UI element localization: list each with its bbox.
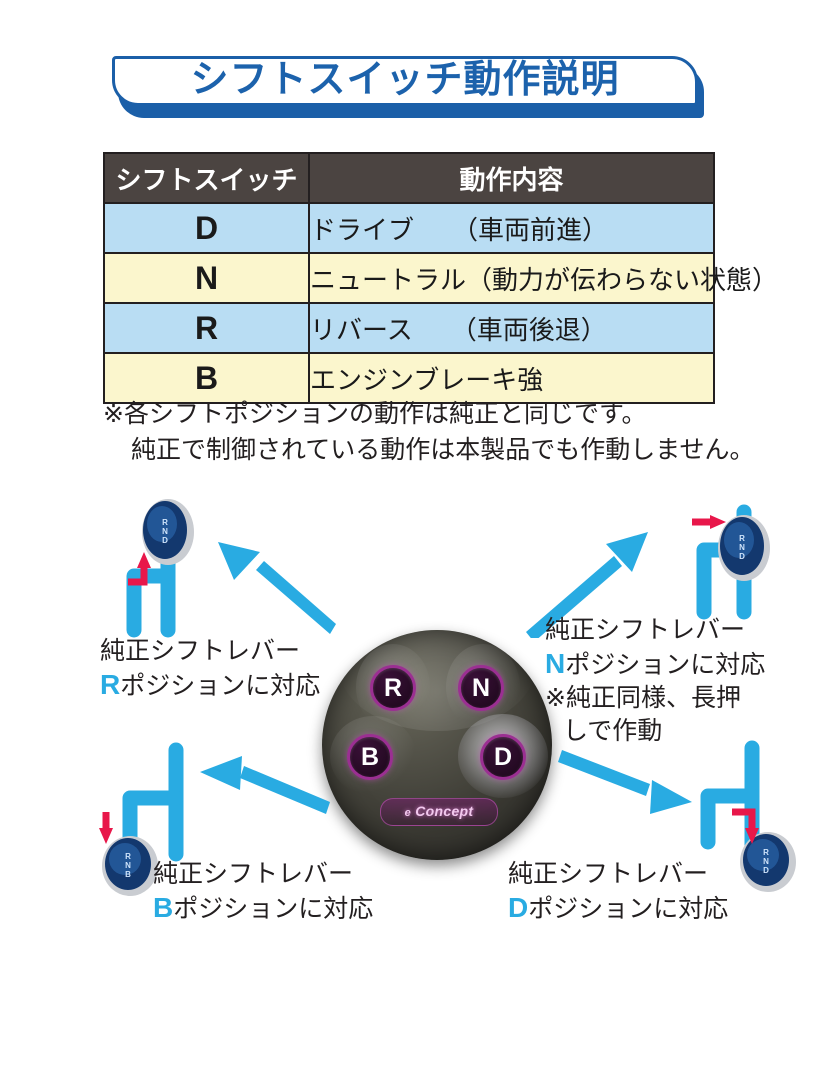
dial-button-n[interactable]: N: [458, 665, 504, 711]
footnote-line-1: ※各シフトポジションの動作は純正と同じです。: [103, 400, 647, 428]
page-title: シフトスイッチ動作説明: [190, 59, 620, 101]
cell-action: ドライブ （車両前進）: [308, 202, 715, 254]
red-arrow-up-icon: [128, 564, 148, 586]
red-arrow-head-icon: [137, 552, 151, 568]
red-arrow-curve-down-icon: [732, 808, 756, 830]
dial-button-r[interactable]: R: [370, 665, 416, 711]
cell-action-paren: （車両前進）: [452, 214, 609, 245]
svg-text:B: B: [125, 870, 131, 879]
label-n-line-4: しで作動: [563, 717, 663, 745]
dial-button-b[interactable]: B: [347, 734, 393, 780]
label-r-line-1: 純正シフトレバー: [100, 637, 301, 665]
e-concept-logo: e Concept: [380, 798, 498, 826]
shift-switch-dial[interactable]: R N B D e Concept: [322, 630, 552, 860]
knob-d: R N D: [740, 832, 796, 892]
label-n-position-letter: N: [545, 648, 566, 679]
table-row: B エンジンブレーキ強: [103, 352, 715, 404]
shift-mapping-diagram: R N B D e Concept R N D: [0, 480, 816, 980]
arrow-dial-to-d: [558, 732, 698, 820]
cell-action-text: ドライブ: [310, 214, 415, 245]
label-b-line-2: Bポジションに対応: [153, 891, 373, 926]
arrow-dial-to-b: [196, 748, 332, 822]
label-b-line-2-text: ポジションに対応: [173, 895, 374, 923]
column-header-action: 動作内容: [308, 152, 715, 204]
knob-b: R N B: [102, 836, 158, 896]
arrow-dial-to-n: [520, 526, 656, 638]
svg-text:R: R: [162, 518, 168, 527]
label-n-position: 純正シフトレバー Nポジションに対応 ※純正同様、長押 しで作動: [545, 614, 765, 748]
svg-text:N: N: [739, 543, 745, 552]
logo-e-text: e: [404, 807, 412, 819]
table-header-row: シフトスイッチ 動作内容: [103, 152, 715, 204]
shift-switch-table: シフトスイッチ 動作内容 D ドライブ （車両前進） N ニュートラル（動力が伝わ…: [103, 152, 778, 404]
red-arrow-head-icon: [745, 828, 759, 844]
svg-text:D: D: [763, 866, 769, 875]
cell-switch: D: [103, 202, 310, 254]
cell-action-text: エンジンブレーキ強: [310, 364, 544, 395]
table-row: D ドライブ （車両前進）: [103, 202, 715, 254]
label-r-line-2-text: ポジションに対応: [120, 672, 321, 700]
svg-text:R: R: [739, 534, 745, 543]
label-d-line-2: Dポジションに対応: [508, 891, 728, 926]
knob-r: R N D: [142, 499, 194, 565]
column-header-switch: シフトスイッチ: [103, 152, 310, 204]
label-r-line-2: Rポジションに対応: [100, 668, 320, 703]
cell-action: リバース （車両後退）: [308, 302, 715, 354]
label-b-line-1: 純正シフトレバー: [153, 860, 354, 888]
knob-n: R N D: [718, 515, 770, 581]
table-row: N ニュートラル（動力が伝わらない状態）: [103, 252, 778, 304]
shift-switch-table-wrap: シフトスイッチ 動作内容 D ドライブ （車両前進） N ニュートラル（動力が伝わ…: [103, 152, 778, 404]
svg-text:R: R: [125, 852, 131, 861]
cell-action-text: ニュートラル（動力が伝わらない状態）: [310, 264, 779, 295]
banner-face: [112, 56, 698, 106]
label-b-position-letter: B: [153, 892, 174, 923]
label-d-line-2-text: ポジションに対応: [528, 895, 729, 923]
red-arrow-head-icon: [710, 515, 726, 529]
svg-text:D: D: [739, 552, 745, 561]
red-arrow-head-icon: [99, 828, 113, 844]
cell-switch: B: [103, 352, 310, 404]
svg-text:N: N: [162, 527, 168, 536]
label-d-position-letter: D: [508, 892, 529, 923]
cell-action-paren: （車両後退）: [450, 314, 607, 345]
lever-glyph-n: R N D: [648, 502, 780, 626]
page-title-banner: シフトスイッチ動作説明: [112, 56, 704, 118]
svg-text:N: N: [763, 857, 769, 866]
footnote-block: ※各シフトポジションの動作は純正と同じです。 純正で制御されている動作は本製品で…: [103, 396, 813, 468]
label-r-position-letter: R: [100, 669, 121, 700]
arrow-dial-to-r: [212, 536, 336, 640]
cell-switch: N: [103, 252, 310, 304]
cell-action-text: リバース: [310, 314, 413, 345]
label-d-line-1: 純正シフトレバー: [508, 860, 709, 888]
label-n-line-2-text: ポジションに対応: [565, 651, 766, 679]
lever-glyph-b: R N B: [96, 742, 246, 896]
lever-glyph-r: R N D: [106, 498, 236, 638]
label-d-position: 純正シフトレバー Dポジションに対応: [508, 858, 728, 926]
table-row: R リバース （車両後退）: [103, 302, 715, 354]
svg-text:N: N: [125, 861, 131, 870]
cell-switch: R: [103, 302, 310, 354]
label-n-line-3: ※純正同様、長押: [545, 684, 741, 712]
label-n-line-2: Nポジションに対応: [545, 647, 765, 682]
label-n-line-1: 純正シフトレバー: [545, 616, 746, 644]
label-r-position: 純正シフトレバー Rポジションに対応: [100, 635, 320, 703]
dial-button-d[interactable]: D: [480, 734, 526, 780]
svg-text:R: R: [763, 848, 769, 857]
lever-glyph-d: R N D: [690, 738, 816, 892]
label-b-position: 純正シフトレバー Bポジションに対応: [153, 858, 373, 926]
logo-concept-text: Concept: [415, 803, 474, 819]
footnote-line-2: 純正で制御されている動作は本製品でも作動しません。: [131, 436, 755, 464]
svg-text:D: D: [162, 536, 168, 545]
cell-action: エンジンブレーキ強: [308, 352, 715, 404]
cell-action: ニュートラル（動力が伝わらない状態）: [308, 252, 778, 304]
